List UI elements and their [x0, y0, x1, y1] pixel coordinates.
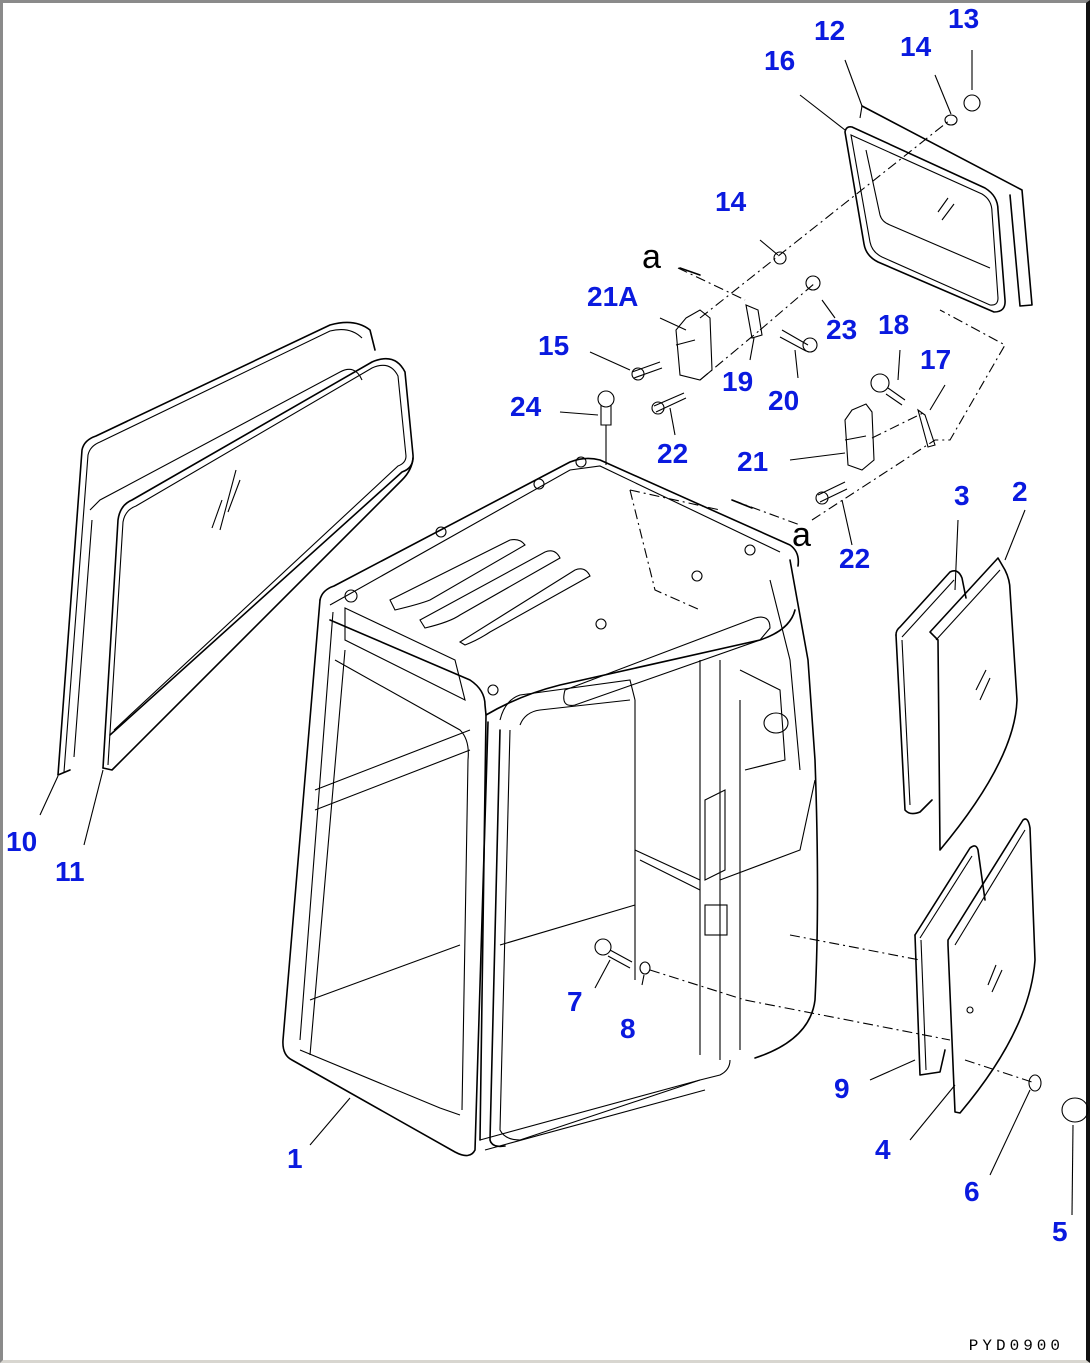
pin-17 — [917, 408, 936, 448]
front-window-glass — [102, 357, 414, 771]
washer-14-upper — [944, 114, 958, 126]
callout-10: 10 — [6, 826, 38, 857]
leader-lines — [39, 59, 1074, 1216]
callout-6: 6 — [964, 1176, 980, 1207]
callout-8: 8 — [620, 1013, 636, 1044]
front-window-seal — [57, 321, 376, 776]
lower-rear-glass — [947, 818, 1036, 1114]
knob-18 — [870, 373, 906, 406]
side-glass-seal — [895, 570, 967, 815]
latch-21A — [675, 309, 713, 381]
callout-2: 2 — [1012, 476, 1028, 507]
callout-11: 11 — [55, 856, 85, 887]
drawing-code: PYD0900 — [968, 1337, 1064, 1355]
callout-23: 23 — [826, 314, 858, 345]
cap-13 — [963, 50, 981, 112]
callout-15: 15 — [538, 330, 570, 361]
callout-16: 16 — [764, 45, 796, 76]
callout-1: 1 — [287, 1143, 303, 1174]
callout-13: 13 — [948, 3, 980, 34]
callout-22-lower: 22 — [839, 543, 871, 574]
bolt-22-lower — [815, 481, 848, 505]
cap-5 — [1061, 1097, 1089, 1123]
reference-letter-a-lower: a — [792, 516, 811, 554]
callout-14-lower: 14 — [715, 186, 747, 217]
bolt-7 — [594, 938, 633, 969]
callout-12: 12 — [814, 15, 846, 46]
callout-3: 3 — [954, 480, 970, 511]
roof-window-glass — [859, 105, 1033, 307]
callout-22-upper: 22 — [657, 438, 689, 469]
roof-window-seal — [844, 126, 1006, 313]
washer-6 — [1028, 1074, 1042, 1092]
callout-21A: 21A — [587, 281, 639, 312]
nut-23 — [805, 275, 821, 291]
callout-21: 21 — [737, 446, 769, 477]
callout-14-upper: 14 — [900, 31, 932, 62]
callout-5: 5 — [1052, 1216, 1068, 1247]
reference-letter-a-upper: a — [642, 238, 661, 276]
bolt-24 — [597, 390, 615, 465]
bolt-20 — [779, 329, 818, 353]
callout-7: 7 — [567, 986, 583, 1017]
rear-side-glass — [929, 557, 1018, 851]
callout-18: 18 — [878, 309, 910, 340]
cab-frame — [282, 456, 819, 1157]
callout-9: 9 — [834, 1073, 850, 1104]
callout-19: 19 — [722, 366, 754, 397]
callout-17: 17 — [920, 344, 952, 375]
callout-24: 24 — [510, 391, 542, 422]
washer-8 — [639, 961, 651, 975]
latch-plate-19 — [745, 304, 763, 339]
callout-20: 20 — [768, 385, 800, 416]
bolt-15 — [631, 361, 663, 381]
washer-14-lower — [773, 251, 787, 265]
bolt-22-upper — [651, 392, 687, 415]
latch-21 — [844, 403, 875, 471]
lower-glass-seal — [914, 845, 986, 1076]
callout-4: 4 — [875, 1134, 891, 1165]
